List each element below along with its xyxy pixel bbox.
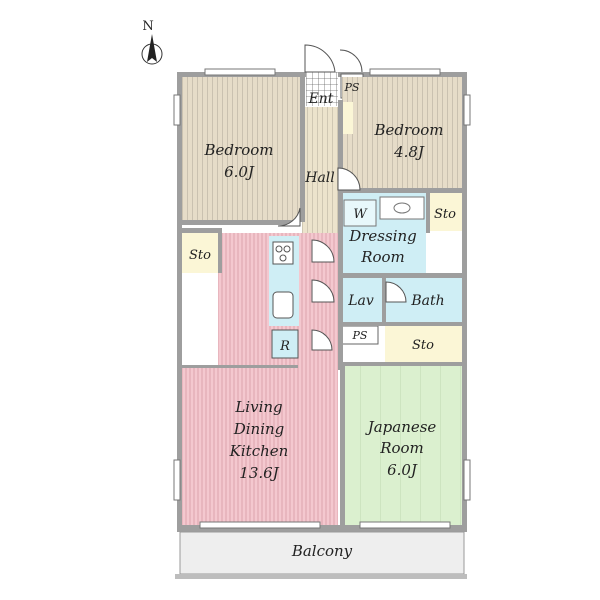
refrigerator-label: R: [279, 339, 290, 354]
storage-mid-floor: [385, 326, 462, 362]
burner-2: [283, 245, 291, 253]
storage-mid-label: Sto: [412, 338, 434, 353]
pipe-space-top-label: PS: [344, 81, 360, 94]
storage-west-label: Sto: [189, 248, 211, 263]
washer-label: W: [353, 207, 368, 222]
bedroom-east-grain: [342, 77, 462, 190]
burner-3: [279, 254, 287, 262]
windows: [173, 68, 471, 529]
dressing-room-line1: Dressing: [348, 227, 417, 245]
ldk-line3: Kitchen: [229, 442, 289, 460]
entrance-label: Ent: [308, 91, 334, 107]
japanese-room-size: 6.0J: [387, 461, 418, 479]
lavatory-label: Lav: [347, 293, 374, 309]
ldk-line1: Living: [234, 398, 282, 416]
storage-west-floor: [182, 233, 218, 273]
bedroom-west-grain: [182, 77, 300, 220]
bedroom-east-name: Bedroom: [374, 121, 444, 139]
ldk-size: 13.6J: [239, 464, 279, 482]
bedroom-east-size: 4.8J: [393, 143, 425, 161]
interior-walls: [182, 72, 462, 526]
sink-basin: [393, 202, 411, 214]
entrance-floor: [306, 72, 338, 106]
hall-label: Hall: [304, 170, 335, 186]
kitchen-sink: [272, 291, 294, 319]
sink-counter: [379, 196, 425, 220]
bedroom-west-size: 6.0J: [224, 163, 255, 181]
dressing-room-line2: Room: [360, 248, 405, 266]
japanese-room-tatami: [345, 366, 462, 525]
refrigerator-box: [271, 329, 299, 359]
ldk-grain-lower: [182, 367, 338, 525]
balcony-label: Balcony: [291, 542, 353, 560]
compass-north-label: N: [142, 19, 153, 34]
pipe-space-mid-label: PS: [352, 329, 368, 342]
ldk-line2: Dining: [233, 420, 285, 438]
balcony-floor: [179, 531, 465, 575]
stove: [272, 241, 294, 265]
japanese-room-line2: Room: [379, 439, 424, 457]
storage-bedroom-east-floor: [428, 193, 462, 231]
bedroom-west-name: Bedroom: [204, 141, 274, 159]
balcony-rail: [175, 574, 467, 579]
compass-arrow-icon: [147, 34, 157, 62]
storage-bedroom-east-label: Sto: [434, 207, 456, 222]
door-swings: [277, 44, 407, 351]
washer-box: [343, 199, 377, 227]
bath-label: Bath: [410, 293, 444, 309]
japanese-room-line1: Japanese: [365, 418, 437, 436]
lavatory-floor: [340, 278, 382, 322]
compass: N: [141, 19, 163, 65]
burner-1: [275, 245, 283, 253]
